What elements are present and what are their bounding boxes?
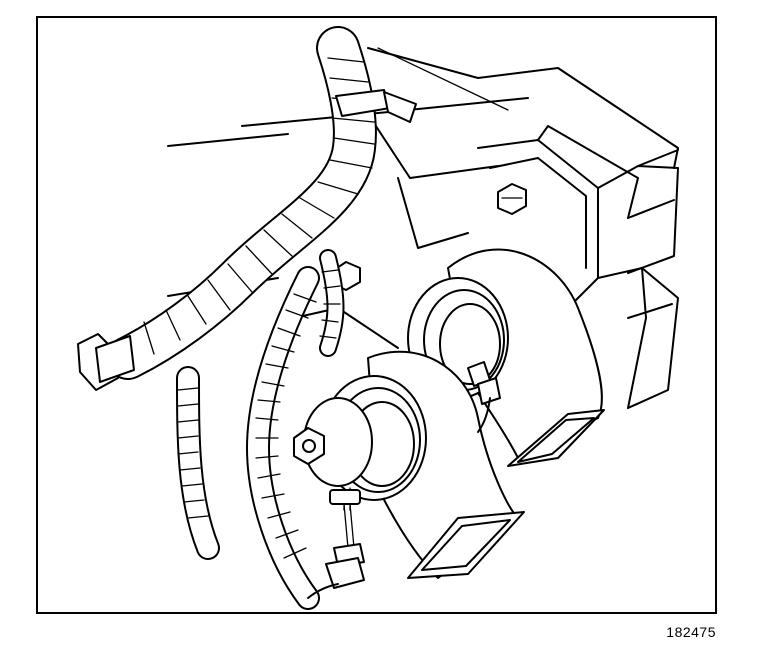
harness-clip-left (77, 333, 135, 391)
harness-clip-upper (335, 89, 417, 123)
horn-connector-rear (467, 361, 501, 433)
wiring-harness-branch (176, 249, 345, 610)
horn-connector-front (307, 487, 365, 599)
bracket-bolt (497, 183, 527, 215)
mounting-bracket (167, 47, 679, 409)
low-note-horn (303, 350, 525, 579)
illustration-frame (36, 16, 717, 614)
horn-assembly-drawing (77, 26, 679, 610)
horn-mounting-nut (293, 427, 325, 465)
figure-number: 182475 (666, 624, 716, 640)
